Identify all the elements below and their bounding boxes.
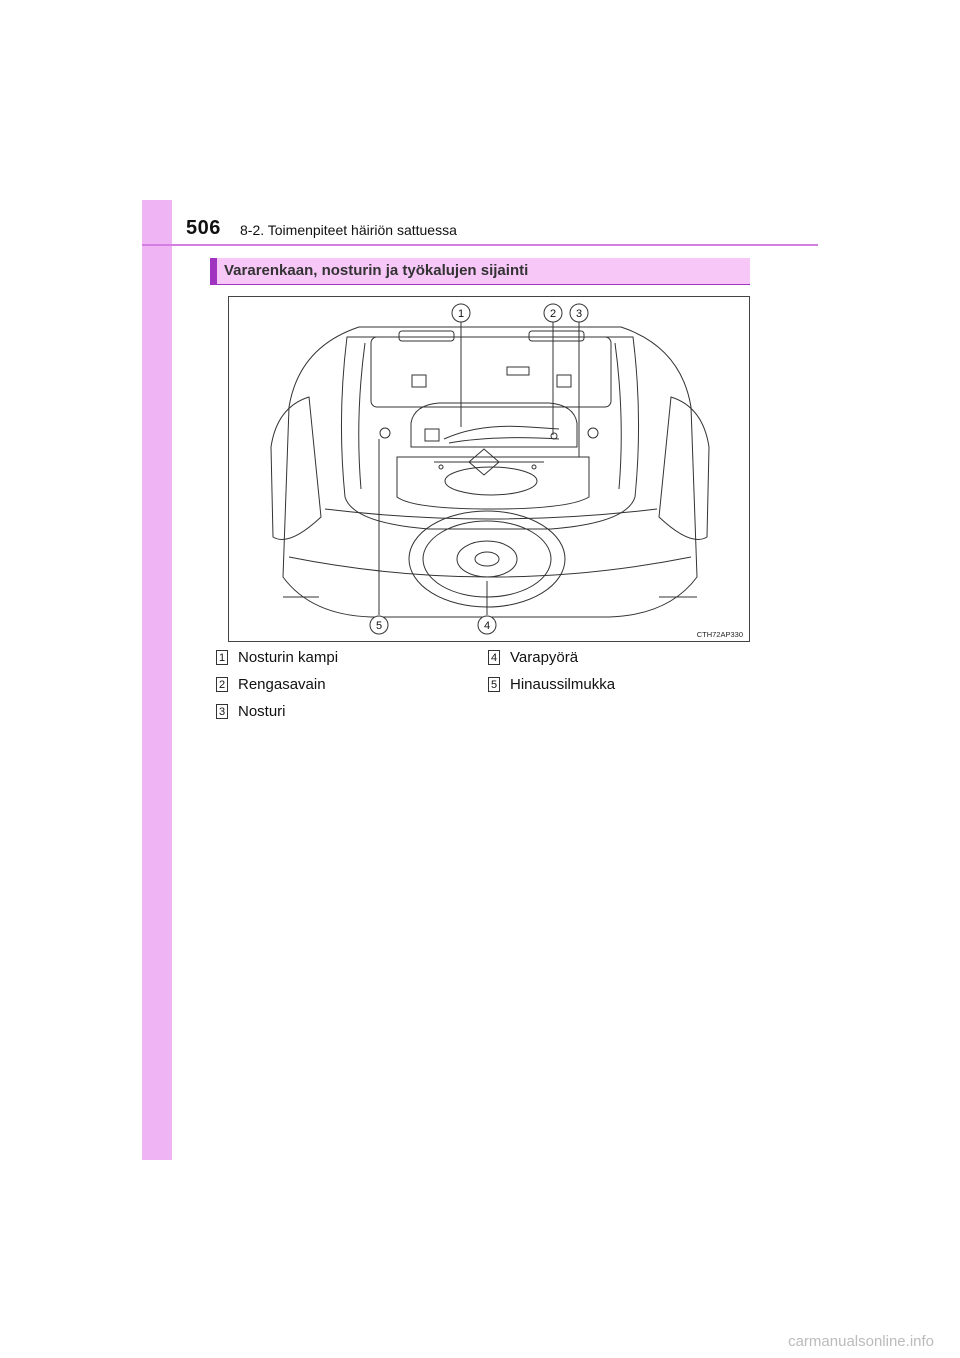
legend-item-towing-eyelet: 5 Hinaussilmukka [488, 676, 615, 693]
section-title: Vararenkaan, nosturin ja työkalujen sija… [224, 262, 529, 279]
legend-number: 5 [488, 677, 500, 692]
section-accent [210, 258, 217, 284]
legend-item-jack-handle: 1 Nosturin kampi [216, 649, 338, 666]
watermark: carmanualsonline.info [788, 1333, 934, 1350]
section-heading-bar [210, 258, 750, 285]
callout-5: 5 [376, 620, 382, 632]
section-underline [210, 284, 750, 285]
figure-code: CTH72AP330 [696, 630, 743, 639]
legend-label: Nosturi [238, 703, 286, 720]
legend-item-jack: 3 Nosturi [216, 703, 286, 720]
legend-item-spare-tire: 4 Varapyörä [488, 649, 578, 666]
callout-1: 1 [458, 308, 464, 320]
callout-2: 2 [550, 308, 556, 320]
callout-4: 4 [484, 620, 490, 632]
legend-label: Varapyörä [510, 649, 579, 666]
legend-number: 2 [216, 677, 228, 692]
legend-label: Rengasavain [238, 676, 326, 693]
legend-label: Nosturin kampi [238, 649, 339, 666]
header-rule [142, 244, 818, 246]
chapter-title: 8-2. Toimenpiteet häiriön sattuessa [240, 222, 457, 238]
trunk-drawing: 1 2 3 5 4 [270, 303, 710, 635]
legend-item-wheel-nut-wrench: 2 Rengasavain [216, 676, 326, 693]
legend-label: Hinaussilmukka [510, 676, 616, 693]
legend-number: 3 [216, 704, 228, 719]
page-number: 506 [186, 217, 221, 239]
trunk-illustration: 1 2 3 5 4 CTH72AP330 [228, 296, 750, 642]
legend-number: 4 [488, 650, 500, 665]
chapter-side-tab [142, 200, 172, 1160]
legend-number: 1 [216, 650, 228, 665]
callout-3: 3 [576, 308, 582, 320]
